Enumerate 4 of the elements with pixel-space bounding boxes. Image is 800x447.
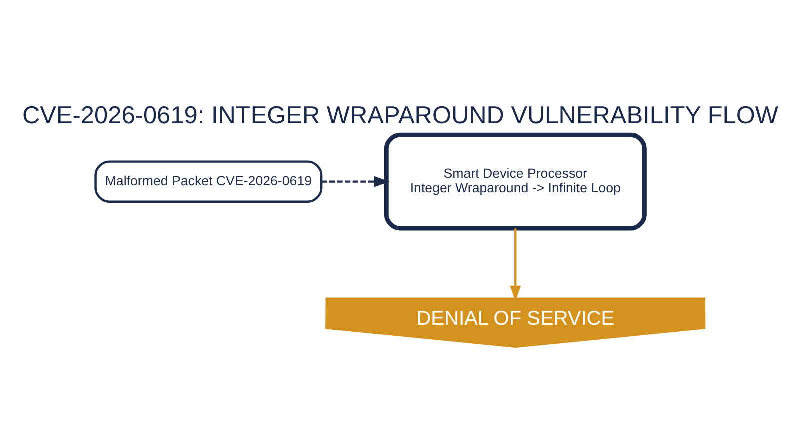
arrow (321, 176, 390, 188)
node-box: Smart Device Processor Integer Wraparound -> Infinite Loop (384, 132, 646, 231)
node-box: Malformed Packet CVE-2026-0619 (94, 160, 322, 203)
diagram-title: CVE-2026-0619: INTEGER WRAPAROUND VULNERABILITY FLOW (22, 102, 778, 130)
